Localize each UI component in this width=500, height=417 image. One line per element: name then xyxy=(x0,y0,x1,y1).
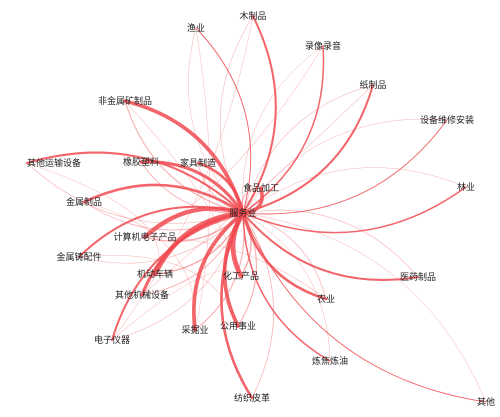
node-label-n1[interactable]: 木制品 xyxy=(239,10,266,22)
edge-hub-n22 xyxy=(110,211,245,342)
edge-n3-n13 xyxy=(144,45,324,238)
edge-n5-n16 xyxy=(124,100,242,277)
edge-hub-n17 xyxy=(242,209,419,278)
edge-hub-n5 xyxy=(124,100,244,214)
node-label-n15[interactable]: 机动车辆 xyxy=(137,268,173,280)
node-label-n16[interactable]: 化工产品 xyxy=(223,270,259,282)
edge-hub-n4 xyxy=(242,84,374,214)
node-label-n18[interactable]: 其他机械设备 xyxy=(115,289,169,301)
node-label-n7[interactable]: 其他运输设备 xyxy=(27,157,81,169)
edge-hub-n2 xyxy=(195,27,252,214)
edge-hub-n23 xyxy=(242,212,331,362)
edge-hub-n10 xyxy=(241,187,262,214)
edge-hub-n24 xyxy=(220,211,254,400)
node-label-n9[interactable]: 家具制造 xyxy=(180,157,216,169)
edge-hub-n4 xyxy=(241,83,375,215)
node-label-n4[interactable]: 纸制品 xyxy=(359,79,386,91)
node-label-n6[interactable]: 设备维修安装 xyxy=(420,114,474,126)
edge-hub-n6 xyxy=(242,119,448,215)
node-label-n20[interactable]: 采掘业 xyxy=(181,324,208,336)
node-label-n12[interactable]: 金属制品 xyxy=(66,196,102,208)
edge-hub-n19 xyxy=(241,211,328,301)
node-label-n10[interactable]: 食品加工 xyxy=(243,182,279,194)
edge-n14-n21 xyxy=(78,255,239,327)
edge-layer xyxy=(25,14,487,403)
edge-n22-n16 xyxy=(111,270,242,341)
edge-hub-n19 xyxy=(242,212,327,300)
edge-hub-n25 xyxy=(242,212,487,403)
node-label-n8[interactable]: 橡胶塑料 xyxy=(123,156,159,168)
edge-n7-n15 xyxy=(26,162,160,275)
node-label-n19[interactable]: 农业 xyxy=(317,293,335,305)
edge-hub-n10 xyxy=(241,186,264,215)
edge-hub-n3 xyxy=(242,45,324,214)
node-label-n2[interactable]: 渔业 xyxy=(187,23,205,34)
node-label-n25[interactable]: 其他 xyxy=(477,396,495,408)
edge-hub-n7 xyxy=(26,162,244,224)
edge-hub-n7 xyxy=(25,151,245,215)
edge-hub-n14 xyxy=(77,205,245,259)
edge-hub-n22 xyxy=(111,212,244,341)
node-label-n5[interactable]: 非金属矿制品 xyxy=(98,95,152,107)
node-label-n3[interactable]: 录像录音 xyxy=(305,40,341,52)
edge-hub-n1 xyxy=(241,14,277,215)
edge-hub-n23 xyxy=(242,212,331,362)
node-label-n14[interactable]: 金属铸配件 xyxy=(56,251,101,263)
edge-hub-n11 xyxy=(242,186,467,234)
edge-hub-n11 xyxy=(242,167,467,214)
edge-hub-n12 xyxy=(82,183,245,215)
edge-n13-n19 xyxy=(144,236,327,300)
edge-hub-n17 xyxy=(241,211,420,281)
node-label-n13[interactable]: 计算机电子产品 xyxy=(113,231,176,243)
edge-n2-n20 xyxy=(194,27,211,331)
edge-hub-n12 xyxy=(83,201,244,231)
edge-n12-n20 xyxy=(83,201,196,331)
node-label-n23[interactable]: 炼焦炼油 xyxy=(312,355,348,367)
edge-n4-n18 xyxy=(141,84,374,296)
node-label-hub[interactable]: 服务业 xyxy=(229,207,256,219)
edge-n1-n22 xyxy=(111,15,254,341)
node-label-n22[interactable]: 电子仪器 xyxy=(94,334,130,346)
edge-hub-n9 xyxy=(196,161,245,215)
node-label-n17[interactable]: 医药制品 xyxy=(400,271,436,283)
edge-hub-n20 xyxy=(192,211,245,332)
edge-hub-n8 xyxy=(139,160,245,215)
node-label-n21[interactable]: 公用事业 xyxy=(220,320,256,332)
node-label-n11[interactable]: 林业 xyxy=(457,181,475,193)
edge-hub-n24 xyxy=(242,212,274,399)
node-label-n24[interactable]: 纺织皮革 xyxy=(234,392,270,404)
edge-hub-n25 xyxy=(242,212,487,403)
